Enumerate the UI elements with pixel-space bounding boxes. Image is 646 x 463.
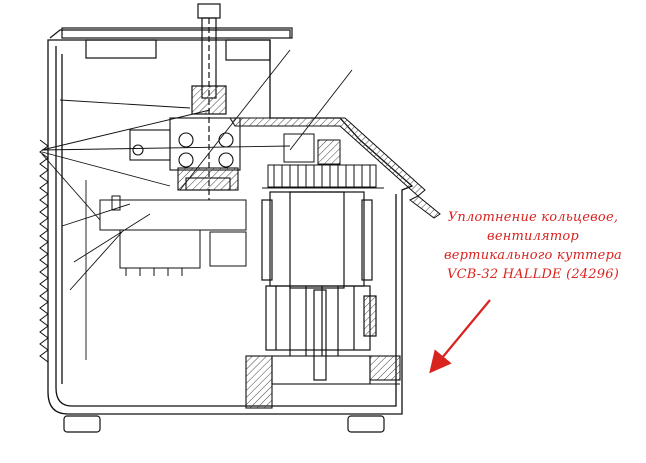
callout-line-2: вентилятор bbox=[487, 229, 579, 244]
motor-base bbox=[245, 355, 401, 409]
drive-shaft bbox=[191, 3, 227, 200]
left-ribbed-wall bbox=[39, 139, 49, 363]
callout-line-1: Уплотнение кольцевое, bbox=[447, 210, 619, 225]
outer-housing bbox=[47, 39, 414, 415]
fan-rotor bbox=[262, 133, 384, 189]
callout-line-4: VCB-32 HALLDE (24296) bbox=[447, 267, 619, 282]
slanted-cover bbox=[229, 117, 441, 219]
bearing-assembly bbox=[129, 117, 241, 191]
motor-block bbox=[261, 191, 377, 381]
part-callout-label: Уплотнение кольцевое, вентилятор вертика… bbox=[420, 208, 646, 284]
callout-arrow bbox=[429, 299, 491, 374]
leader-lines bbox=[41, 49, 353, 360]
feet bbox=[63, 415, 385, 433]
callout-line-3: вертикального куттера bbox=[444, 248, 622, 263]
internal-plate bbox=[99, 195, 247, 276]
top-lid bbox=[49, 27, 293, 61]
